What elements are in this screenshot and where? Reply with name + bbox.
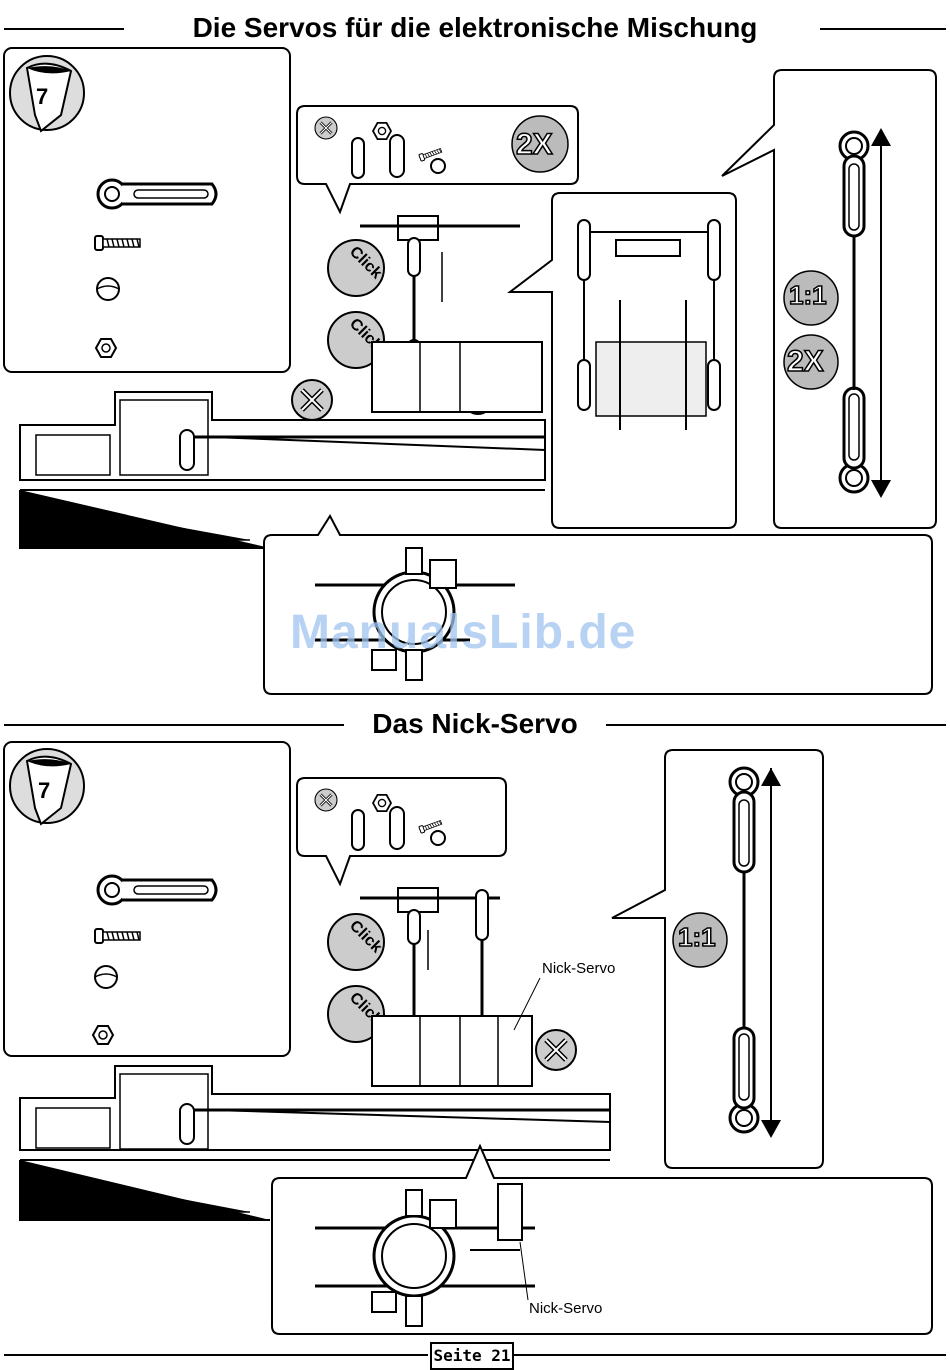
nick-servo-label-2: Nick-Servo: [529, 1300, 602, 1317]
ratio-badge-bottom: 1:1: [678, 922, 716, 953]
footer: Seite 21: [0, 1342, 950, 1370]
servo-horn-icon: [98, 180, 216, 208]
ball-icon: [97, 278, 119, 300]
nut-icon-2: [93, 1026, 113, 1044]
loctite-number-top: 7: [36, 84, 48, 110]
watermark: ManualsLib.de: [290, 605, 636, 660]
loctite-number-bottom: 7: [38, 778, 50, 804]
ratio-badge-top: 1:1: [789, 280, 827, 311]
servo-horn-icon-2: [98, 876, 216, 904]
nick-servo-label-1: Nick-Servo: [542, 960, 615, 977]
page-number: Seite 21: [430, 1342, 514, 1370]
qty-badge-top: 2X: [516, 128, 553, 162]
nut-icon: [96, 339, 116, 357]
qty-badge-rod: 2X: [787, 345, 824, 379]
crossed-out-icon: [315, 117, 337, 139]
ball-icon-2: [95, 966, 117, 988]
